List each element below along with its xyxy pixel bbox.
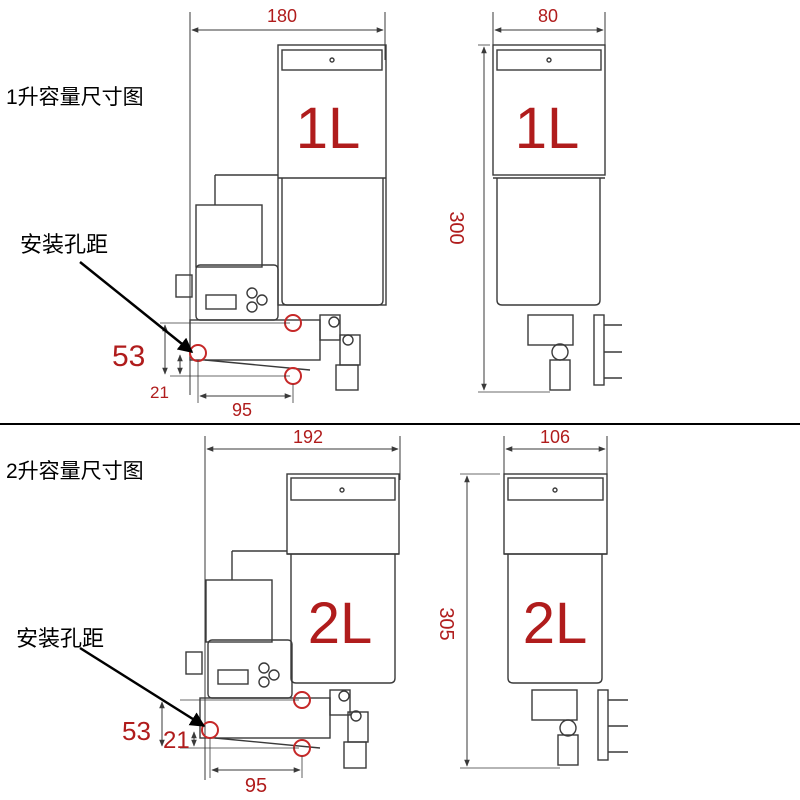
section-title: 1升容量尺寸图 <box>6 86 144 109</box>
cable-gland <box>185 651 203 675</box>
panel-2l <box>79 436 628 780</box>
pump-bolt <box>338 690 350 702</box>
pump-bolt <box>328 316 340 328</box>
tank-cap <box>290 477 396 501</box>
hole-horizontal-label: 95 <box>245 775 267 797</box>
side-pump-block <box>531 689 578 721</box>
lcd-display <box>217 669 249 685</box>
section-title: 2升容量尺寸图 <box>6 460 144 483</box>
side-tank-cap <box>496 49 602 71</box>
outlet-fitting <box>343 741 367 769</box>
control-box <box>207 639 293 699</box>
pump-block <box>319 314 341 341</box>
side-mount-plate <box>597 689 609 761</box>
bracket <box>231 550 287 580</box>
side-pump-knob <box>559 719 577 737</box>
outlet-fitting <box>335 364 359 391</box>
side-tank-cap <box>507 477 604 501</box>
reservoir-tank <box>277 44 387 306</box>
capacity-label-side: 2L <box>523 591 588 656</box>
tank-cap-hole <box>339 487 345 493</box>
base-plate <box>199 697 331 739</box>
tank-cap <box>281 49 383 71</box>
cable-gland <box>175 274 193 298</box>
tank-body <box>290 554 396 684</box>
control-knob <box>258 662 270 674</box>
control-box <box>195 264 279 321</box>
motor-housing <box>205 579 273 643</box>
tank-cap-hole <box>329 57 335 63</box>
mounting-hole-marker <box>201 721 219 739</box>
hole-vertical-label: 53 <box>112 340 145 373</box>
control-knob <box>268 669 280 681</box>
control-knob <box>246 301 258 313</box>
height-label: 305 <box>435 607 457 640</box>
lcd-display <box>205 294 237 310</box>
pump-bolt <box>350 710 362 722</box>
pump-block <box>329 689 351 716</box>
mounting-hole-label: 安装孔距 <box>16 626 104 651</box>
side-cap-hole <box>546 57 552 63</box>
capacity-label-side: 1L <box>515 96 580 161</box>
capacity-label-front: 2L <box>308 591 373 656</box>
hole-offset-label: 21 <box>163 727 190 754</box>
side-tank-body <box>496 178 601 306</box>
side-width-label: 80 <box>538 6 558 26</box>
side-outlet <box>549 359 571 391</box>
side-width-label: 106 <box>540 427 570 447</box>
capacity-label-front: 1L <box>296 96 361 161</box>
front-width-label: 192 <box>293 427 323 447</box>
side-tank-top <box>492 44 606 176</box>
leader-arrow <box>79 646 206 728</box>
side-mount-plate <box>593 314 605 386</box>
side-pump-knob <box>551 343 569 361</box>
control-knob <box>258 676 270 688</box>
pump-bolt <box>342 334 354 346</box>
motor-housing <box>195 204 263 268</box>
side-pump-block <box>527 314 574 346</box>
mounting-hole-marker <box>189 344 207 362</box>
control-knob <box>246 287 258 299</box>
hole-offset-label: 21 <box>150 383 169 402</box>
mounting-hole-label: 安装孔距 <box>20 232 108 257</box>
side-tank-top <box>503 473 608 555</box>
leader-arrow <box>79 261 194 353</box>
side-tank-body <box>507 554 603 684</box>
base-edge <box>214 737 321 749</box>
tank-body <box>281 178 384 306</box>
panel-1l <box>79 12 622 403</box>
side-outlet <box>557 734 579 766</box>
bracket <box>214 174 278 205</box>
side-cap-hole <box>552 487 558 493</box>
front-width-label: 180 <box>267 6 297 26</box>
control-knob <box>256 294 268 306</box>
hole-horizontal-label: 95 <box>232 400 252 420</box>
reservoir-tank <box>286 473 400 555</box>
hole-vertical-label: 53 <box>122 716 151 746</box>
height-label: 300 <box>445 211 467 244</box>
